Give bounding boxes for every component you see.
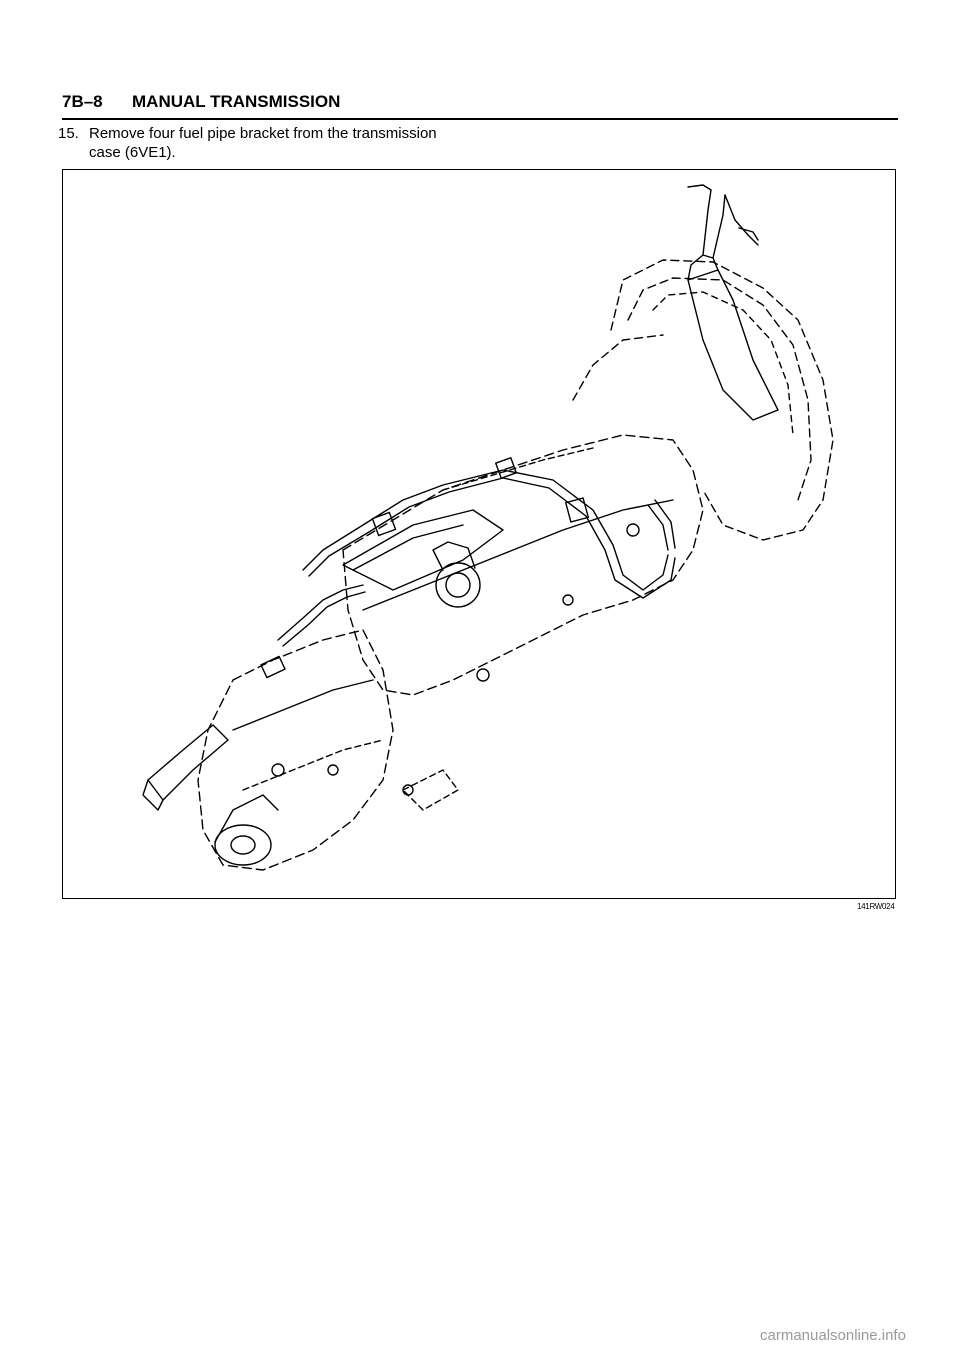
page-header: 7B–8 MANUAL TRANSMISSION <box>62 92 898 120</box>
figure-frame <box>62 169 896 899</box>
transmission-case <box>342 434 704 696</box>
top-cover <box>342 509 504 591</box>
step-number: 15. <box>58 125 79 142</box>
pipe-bracket <box>371 511 397 537</box>
rear-hose <box>147 724 229 801</box>
shift-tower <box>435 562 481 608</box>
bell-housing <box>610 259 834 541</box>
fuel-pipe <box>302 469 669 591</box>
transmission-illustration <box>142 184 834 871</box>
step-text: Remove four fuel pipe bracket from the t… <box>89 124 509 162</box>
section-title: MANUAL TRANSMISSION <box>132 92 341 111</box>
pipe-bracket <box>495 457 517 479</box>
step-text-line-1: Remove four fuel pipe bracket from the t… <box>89 125 437 142</box>
figure-code: 141RW024 <box>857 902 895 911</box>
step-text-line-2: case (6VE1). <box>89 144 176 161</box>
page-number: 7B–8 <box>62 92 103 111</box>
output-flange <box>214 824 272 866</box>
pipe-bracket <box>565 497 589 523</box>
watermark: carmanualsonline.info <box>760 1327 906 1344</box>
pipe-bracket <box>260 655 286 679</box>
fuel-hose <box>687 269 779 421</box>
transfer-case <box>197 629 394 871</box>
